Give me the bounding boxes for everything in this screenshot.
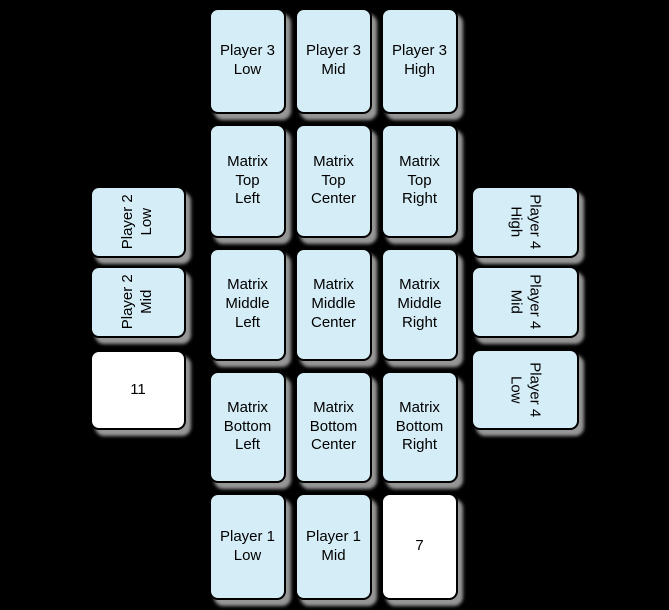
card-label-line: Player 3 bbox=[305, 42, 362, 60]
card-label-line: High bbox=[404, 61, 435, 78]
card-label-line: Low bbox=[138, 208, 155, 236]
card-label-line: Bottom bbox=[309, 417, 358, 435]
card-label-line: Matrix bbox=[313, 276, 354, 294]
card-label-line: 11 bbox=[130, 380, 146, 398]
card-label-line: Center bbox=[310, 190, 357, 208]
card-label-line: Left bbox=[234, 190, 261, 208]
card-label-line: Player 2 bbox=[119, 274, 137, 330]
card-label-line: Matrix bbox=[399, 276, 440, 294]
card-label-line: Matrix bbox=[313, 152, 354, 170]
card-label-line: Player 4 bbox=[526, 194, 544, 250]
card-label-line: Center bbox=[310, 313, 357, 331]
card-label-line: Player 3 bbox=[391, 42, 448, 60]
card-label-line: Top bbox=[235, 171, 260, 189]
card-label-line: Low bbox=[233, 61, 262, 78]
card-label-line: Matrix bbox=[399, 398, 440, 416]
card-label-line: Matrix bbox=[227, 398, 268, 416]
card-label-line: Left bbox=[234, 313, 261, 331]
card-label-line: Left bbox=[234, 436, 261, 454]
card-label-line: Player 4 bbox=[526, 274, 544, 330]
card-label-line: High bbox=[508, 206, 525, 238]
card-label-line: Player 1 bbox=[219, 527, 276, 545]
card-label-line: Bottom bbox=[223, 417, 272, 435]
card-label-line: 7 bbox=[415, 537, 424, 555]
card-label-line: Center bbox=[310, 436, 357, 454]
card-label-line: Middle bbox=[311, 295, 356, 313]
card-label-line: Right bbox=[401, 313, 438, 331]
card-played-card-11[interactable]: 11 bbox=[90, 350, 186, 430]
card-label-line: Mid bbox=[508, 289, 525, 315]
card-label-line: Middle bbox=[225, 295, 270, 313]
card-label-line: Low bbox=[508, 375, 525, 404]
card-label: 7 bbox=[415, 537, 423, 556]
card-label-line: Top bbox=[321, 171, 346, 189]
card-label-line: Mid bbox=[138, 289, 155, 315]
card-label-line: Matrix bbox=[227, 152, 268, 170]
card-label-line: Player 4 bbox=[526, 361, 544, 418]
card-label-line: Middle bbox=[397, 295, 442, 313]
card-label-line: Top bbox=[407, 171, 432, 189]
card-label-line: Matrix bbox=[313, 398, 354, 416]
card-label-line: Player 3 bbox=[219, 42, 276, 60]
card-label-line: Matrix bbox=[227, 276, 268, 294]
card-label-line: Bottom bbox=[395, 417, 444, 435]
card-label-line: Right bbox=[401, 436, 438, 454]
card-played-card-7[interactable]: 7 bbox=[381, 493, 458, 600]
card-label-line: Mid bbox=[321, 61, 346, 78]
card-label-line: Player 2 bbox=[119, 194, 137, 250]
card-label-line: Player 1 bbox=[305, 527, 362, 545]
card-label-line: Mid bbox=[321, 546, 346, 564]
card-label-line: Matrix bbox=[399, 152, 440, 170]
card-label-line: Low bbox=[233, 546, 262, 564]
card-label-line: Right bbox=[401, 190, 438, 208]
card-label: 11 bbox=[130, 381, 146, 400]
